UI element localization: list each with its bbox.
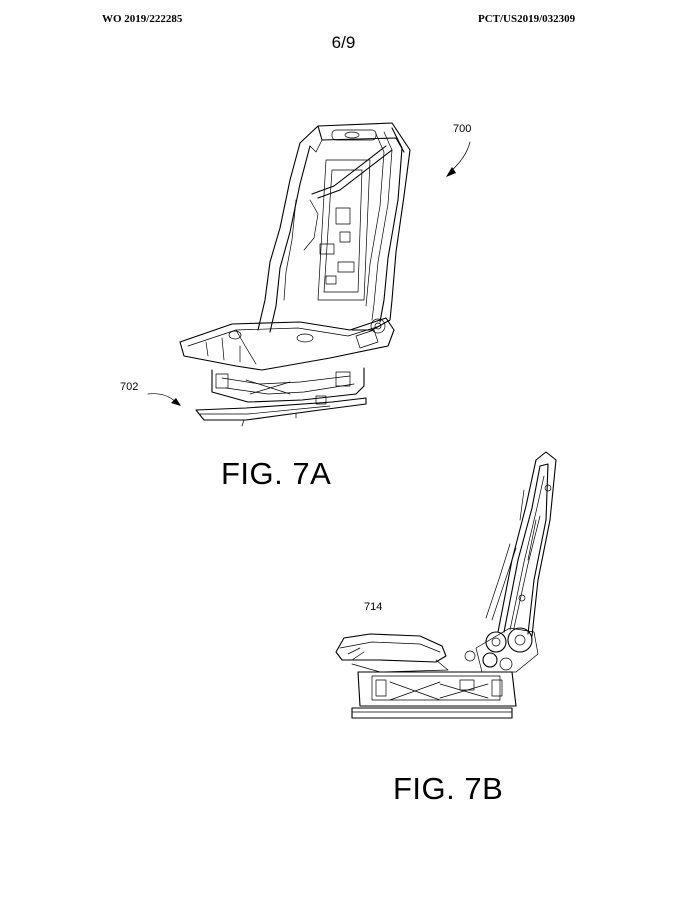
seat-drawing-7b — [336, 452, 556, 718]
ref-label-714: 714 — [364, 601, 382, 613]
seat-drawing-7a — [180, 123, 410, 426]
leader-arrow-702 — [148, 394, 181, 406]
figure-caption-7b: FIG. 7B — [393, 771, 503, 807]
ref-label-700: 700 — [453, 123, 471, 135]
ref-label-702: 702 — [120, 381, 138, 393]
figure-caption-7a: FIG. 7A — [221, 456, 331, 492]
leader-arrow-700 — [446, 142, 470, 177]
